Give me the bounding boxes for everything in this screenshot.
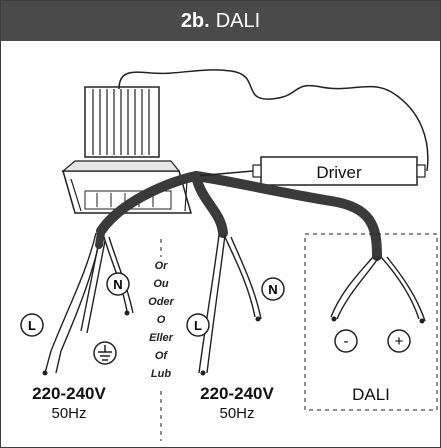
neutral-marker-2 [261,277,285,301]
dali-label: DALI [352,385,390,404]
driver-box: Driver [252,156,426,186]
live-marker-2 [186,313,210,337]
neutral-label-2: N [268,282,277,297]
neutral-marker [106,272,130,296]
downlight-icon [61,86,192,214]
dali-box [304,233,438,411]
wiring-diagram: Driver [20,69,438,441]
cable-option1 [96,171,201,236]
header-bar: 2b. DALI [1,1,440,41]
option1-frequency: 50Hz [51,405,86,422]
or-word-3: O [157,314,166,326]
dali-plus-marker [387,329,411,353]
neutral-label: N [113,277,122,292]
earth-icon [93,341,117,365]
or-word-4: Eller [149,332,174,344]
dali-plus-label: + [395,333,404,350]
live-label: L [28,318,36,333]
lamp-wire [118,69,429,172]
or-word-6: Lub [151,368,171,380]
or-words: Or Ou Oder O Eller Of Lub [148,260,174,380]
cable-dali [191,171,382,261]
live-marker [20,313,44,337]
or-word-2: Oder [148,296,174,308]
dali-terminals: - + [331,316,425,353]
option2-frequency: 50Hz [219,405,254,422]
header-title: DALI [215,9,261,32]
dali-minus-marker [334,329,358,353]
live-label-2: L [194,318,202,333]
or-word-5: Of [155,350,169,362]
cable-option2 [191,171,228,238]
option1-wires [44,232,134,374]
option1-voltage: 220-240V [32,384,106,403]
dali-minus-label: - [344,333,349,350]
or-word-0: Or [155,260,169,272]
option1-labels: N L [20,272,130,376]
dali-wires [330,256,426,322]
option2-labels: N L [186,277,285,376]
or-word-1: Ou [153,278,169,290]
option2-wires [198,234,262,374]
driver-label: Driver [316,163,362,182]
option2-voltage: 220-240V [200,384,274,403]
step-number: 2b. [180,9,210,32]
